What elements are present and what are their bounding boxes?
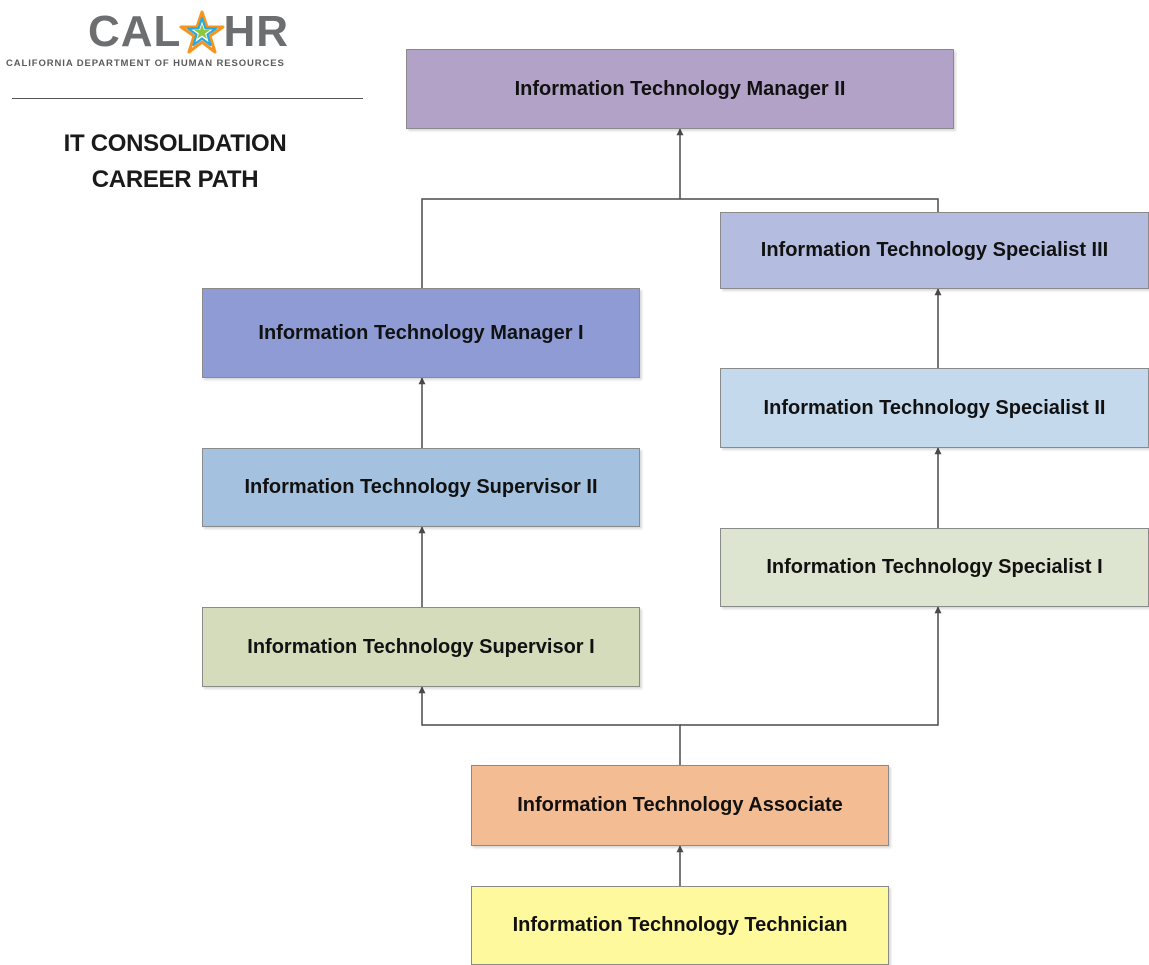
page-title: IT CONSOLIDATION CAREER PATH <box>20 126 330 198</box>
node-it-specialist-i: Information Technology Specialist I <box>720 528 1149 607</box>
node-label: Information Technology Specialist I <box>766 556 1103 578</box>
node-it-manager-ii: Information Technology Manager II <box>406 49 954 129</box>
logo-text-left: CAL <box>88 7 182 56</box>
arrow-associate-to-supervisor-i <box>418 686 681 765</box>
node-it-associate: Information Technology Associate <box>471 765 889 846</box>
node-it-manager-i: Information Technology Manager I <box>202 288 640 378</box>
title-line-1: IT CONSOLIDATION <box>63 130 287 157</box>
node-it-supervisor-ii: Information Technology Supervisor II <box>202 448 640 527</box>
node-label: Information Technology Manager II <box>514 77 846 100</box>
node-label: Information Technology Specialist III <box>760 239 1109 261</box>
node-label: Information Technology Technician <box>512 914 848 936</box>
logo-divider <box>12 98 363 99</box>
node-it-technician: Information Technology Technician <box>471 886 889 965</box>
node-it-supervisor-i: Information Technology Supervisor I <box>202 607 640 687</box>
node-label: Information Technology Associate <box>517 794 843 816</box>
node-it-specialist-iii: Information Technology Specialist III <box>720 212 1149 289</box>
arrow-associate-to-specialist-i <box>680 606 942 726</box>
calhr-logo: CAL HR CALIFORNIA DEPARTMENT OF HUMAN RE… <box>0 0 370 120</box>
logo-text-right: HR <box>223 7 289 56</box>
logo-subtitle: CALIFORNIA DEPARTMENT OF HUMAN RESOURCES <box>6 58 285 69</box>
node-label: Information Technology Supervisor II <box>244 476 598 498</box>
node-label: Information Technology Manager I <box>258 321 584 344</box>
star-icon <box>179 10 225 54</box>
node-it-specialist-ii: Information Technology Specialist II <box>720 368 1149 448</box>
node-label: Information Technology Supervisor I <box>247 635 595 658</box>
node-label: Information Technology Specialist II <box>763 396 1106 419</box>
title-line-2: CAREER PATH <box>91 166 259 193</box>
logo-wordmark: CAL HR <box>88 10 289 54</box>
